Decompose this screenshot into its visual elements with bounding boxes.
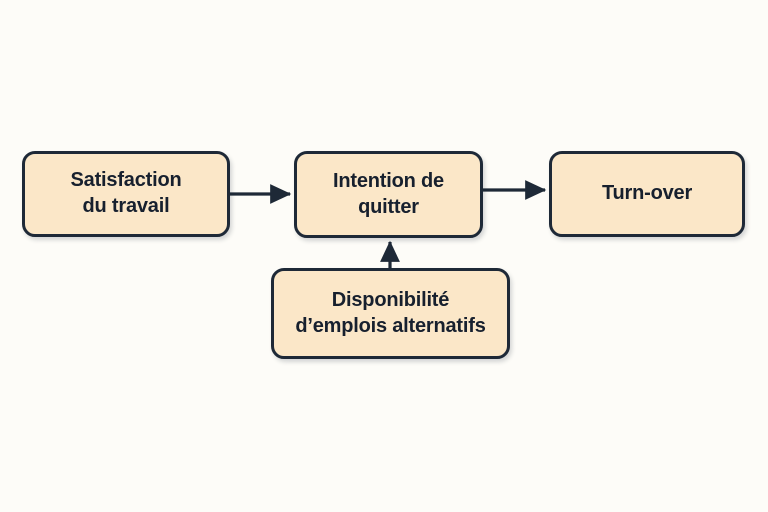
node-turn-over[interactable]: Turn-over <box>549 151 745 237</box>
node-label: Turn-over <box>601 182 693 205</box>
node-label: Disponibilité d’emplois alternatifs <box>295 288 486 337</box>
node-label: Intention de quitter <box>333 169 444 218</box>
node-label: Satisfaction du travail <box>70 169 182 217</box>
node-disponibilite-emplois-alternatifs[interactable]: Disponibilité d’emplois alternatifs <box>271 268 510 359</box>
node-intention-de-quitter[interactable]: Intention de quitter <box>294 151 483 238</box>
node-satisfaction-du-travail[interactable]: Satisfaction du travail <box>22 151 230 237</box>
